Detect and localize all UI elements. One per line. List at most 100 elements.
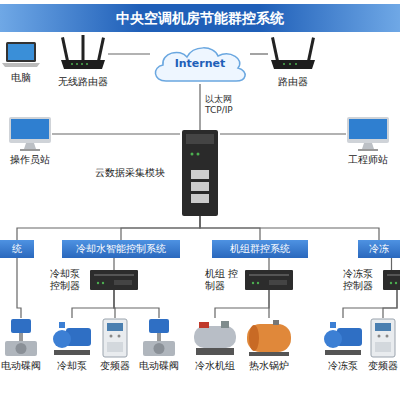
ctrl-part: [395, 282, 397, 284]
cloud-part: [155, 48, 245, 81]
valve-part: [16, 343, 27, 354]
connector: [220, 133, 346, 134]
wrouter-part: [81, 63, 83, 65]
ctrl-part: [390, 282, 392, 284]
wrouter-part: [82, 35, 85, 61]
node-label: 冷冻泵 控制器: [343, 268, 379, 292]
ctrl-part: [249, 274, 289, 276]
connector: [121, 216, 200, 240]
vfd-part: [386, 335, 389, 338]
vfd-part: [371, 319, 395, 357]
chiller-node: 冷水机组: [190, 318, 240, 372]
ctrl-symbol: [383, 270, 400, 290]
pump-symbol: [51, 318, 93, 358]
ctrl-part: [387, 274, 400, 276]
wrouter-part: [86, 63, 88, 65]
band-node: 机组群控系统: [212, 240, 308, 258]
wrouter-part: [61, 37, 69, 61]
ctrl-symbol: [245, 270, 293, 290]
node-label: 无线路由器: [58, 76, 108, 88]
ctrl-node: 冷冻泵 控制器: [343, 268, 400, 292]
chiller-part: [196, 348, 234, 355]
monitor-part: [349, 119, 387, 139]
laptop-part: [2, 63, 40, 67]
connector: [343, 290, 397, 318]
router-symbol: [268, 34, 318, 74]
node-label: 热水锅炉: [249, 360, 289, 372]
module-part: [182, 130, 218, 216]
monitor-part: [358, 149, 378, 151]
ctrl-part: [252, 282, 254, 284]
module-part: [191, 182, 209, 191]
node-label: 工程师站: [348, 154, 388, 166]
connector: [268, 258, 269, 270]
laptop-part: [6, 42, 36, 62]
valve-node: 电动碟阀: [0, 318, 42, 372]
node-label: 路由器: [278, 76, 308, 88]
node-label: 冷却泵 控制器: [50, 268, 86, 292]
valve-symbol: [3, 318, 39, 358]
pump-part: [59, 322, 65, 328]
pump-symbol: [322, 318, 364, 358]
router-part: [271, 60, 315, 69]
chiller-part: [221, 321, 229, 328]
monitor-part: [20, 149, 40, 151]
connector: [108, 53, 150, 54]
laptop-node: 电脑: [0, 40, 42, 84]
vfd-symbol: [370, 318, 396, 358]
node-label: 机组 控制器: [205, 268, 241, 292]
node-label: 机组群控系统: [230, 243, 290, 255]
vfd-part: [110, 335, 113, 338]
pump-part: [330, 322, 336, 328]
connector: [268, 290, 269, 318]
vfd-part: [107, 323, 123, 331]
module-part: [186, 134, 214, 144]
boiler-node: 热水锅炉: [244, 318, 294, 372]
module-node: 云数据采集模块: [95, 130, 220, 216]
valve-part: [143, 341, 175, 356]
router-part: [307, 37, 315, 61]
pump-part: [54, 350, 90, 355]
monitor-symbol: [8, 116, 52, 152]
valve-part: [149, 319, 169, 333]
ctrl-part: [383, 270, 400, 290]
monitor-symbol: [346, 116, 390, 152]
node-label: 统: [12, 243, 22, 255]
connector: [114, 290, 159, 318]
monitor-part: [347, 117, 389, 143]
monitor-part: [362, 143, 374, 149]
connector: [17, 216, 200, 240]
edge-label: 以太网 TCP/IP: [205, 94, 253, 116]
wrouter-part: [97, 37, 105, 61]
valve-part: [157, 333, 161, 341]
pump-node: 冷却泵: [50, 318, 94, 372]
vfd-node: 变频器: [366, 318, 400, 372]
pump-node: 冷冻泵: [322, 318, 364, 372]
router-part: [271, 37, 279, 61]
connector: [72, 290, 114, 318]
monitor-part: [24, 143, 36, 149]
connector: [215, 290, 269, 318]
node-label: 操作员站: [10, 154, 50, 166]
ctrl-part: [102, 282, 104, 284]
laptop-symbol: [1, 40, 41, 70]
node-label: 冷却泵: [57, 360, 87, 372]
boiler-symbol: [245, 318, 293, 358]
ctrl-part: [114, 280, 132, 285]
connector: [391, 258, 392, 270]
node-label: 变频器: [100, 360, 130, 372]
router-part: [283, 63, 285, 65]
module-part: [197, 153, 200, 156]
valve-part: [19, 333, 23, 341]
module-symbol: [180, 130, 220, 216]
pump-part: [324, 330, 342, 348]
chiller-part: [199, 322, 209, 328]
connector: [383, 290, 397, 318]
node-label: 电脑: [11, 72, 31, 84]
wrouter-part: [76, 63, 78, 65]
connector: [199, 84, 200, 130]
router-part: [295, 63, 297, 65]
ctrl-part: [245, 270, 293, 290]
vfd-part: [378, 335, 381, 338]
